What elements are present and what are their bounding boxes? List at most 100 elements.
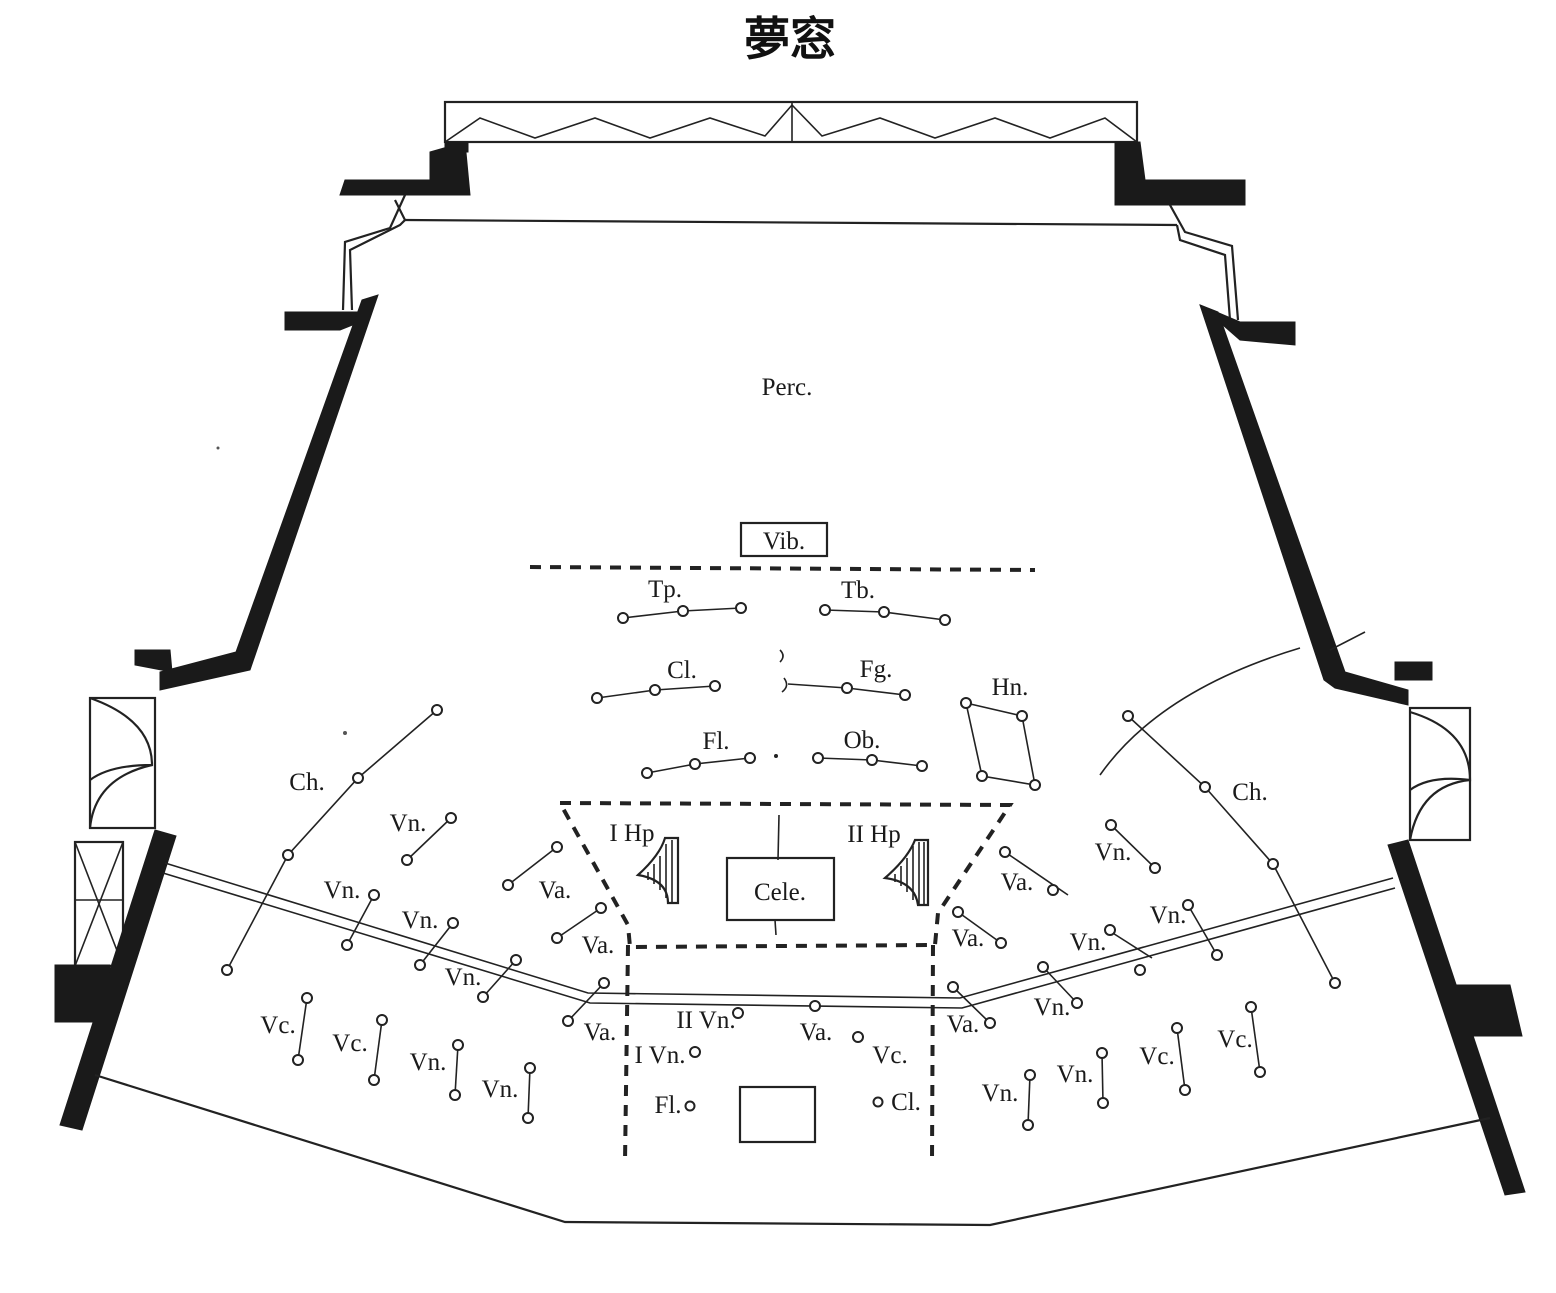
harp-icon-right (882, 838, 930, 907)
right-outline-inner (1175, 224, 1232, 321)
left-outline-upper (341, 194, 407, 311)
va-center-seat (809, 1000, 821, 1012)
hn-group (960, 697, 1041, 791)
label-cl-upper: Cl. (667, 657, 697, 684)
label-vn-l3: Vn. (402, 907, 439, 934)
label-vn-r3: Vn. (1070, 929, 1107, 956)
vc-l1-pair (292, 992, 313, 1066)
cl-group (591, 680, 721, 704)
vn-l6-pair (522, 1062, 536, 1124)
label-hp1: I Hp (609, 820, 654, 847)
vn-r2-pair (1182, 899, 1223, 961)
vn-r3-pair (1104, 924, 1153, 976)
label-vn-l1: Vn. (390, 810, 427, 837)
label-vc-l2: Vc. (332, 1030, 367, 1057)
va-l1-pair (502, 841, 563, 891)
ch-right-group (1099, 647, 1341, 989)
rear-stage-box (443, 100, 1139, 144)
label-vn-r2: Vn. (1150, 902, 1187, 929)
va-r3-pair (947, 981, 996, 1029)
va-r1-pair (999, 846, 1069, 896)
vib-box (739, 521, 829, 558)
label-vc-center: Vc. (872, 1042, 907, 1069)
label-vn-l4: Vn. (445, 964, 482, 991)
right-upper-wall (1114, 141, 1246, 206)
vn-l5-pair (449, 1039, 464, 1101)
label-va-l3: Va. (584, 1019, 617, 1046)
stage-back-line (404, 218, 1178, 227)
label-va-l2: Va. (582, 932, 615, 959)
label-vc-l1: Vc. (260, 1012, 295, 1039)
vib-divider-line (529, 565, 1036, 572)
label-vn-r5: Vn. (982, 1080, 1019, 1107)
fg-group (779, 649, 911, 701)
label-tb: Tb. (841, 577, 875, 604)
left-side-wall (134, 294, 379, 691)
right-door (1408, 706, 1472, 842)
vn1-center-seat (689, 1046, 701, 1058)
vn-r4-pair (1037, 961, 1083, 1009)
label-vn2-center: II Vn. (676, 1007, 735, 1034)
label-vn-l2: Vn. (324, 877, 361, 904)
fl-lower-seat (684, 1100, 696, 1112)
va-l3-pair (562, 977, 610, 1027)
fl-group (641, 752, 778, 779)
va-r2-pair (952, 906, 1007, 949)
balcony-railing (162, 862, 1396, 1009)
label-fg: Fg. (860, 656, 893, 683)
celesta-box (725, 856, 836, 922)
ch-left-group (221, 704, 443, 976)
label-vc-r1: Vc. (1139, 1043, 1174, 1070)
label-tp: Tp. (648, 576, 682, 603)
vn-r5-pair (1022, 1069, 1036, 1131)
label-perc: Perc. (762, 374, 813, 401)
harp-zone (558, 801, 1014, 950)
label-cl-lower: Cl. (891, 1089, 921, 1116)
vc-r2-pair (1245, 1001, 1266, 1078)
label-vib: Vib. (763, 528, 805, 555)
label-hp2: II Hp (847, 821, 900, 848)
vc-r1-pair (1171, 1022, 1191, 1096)
right-stray-line (1329, 631, 1366, 651)
label-cele: Cele. (754, 879, 806, 906)
label-va-r1: Va. (1001, 869, 1034, 896)
tb-group (819, 604, 951, 626)
right-outline-upper (1169, 204, 1240, 321)
label-fl-lower: Fl. (654, 1092, 681, 1119)
label-hn: Hn. (992, 674, 1029, 701)
va-l2-pair (551, 902, 607, 944)
right-lower-wall (1387, 839, 1526, 1196)
podium-box (738, 1085, 817, 1144)
label-va-r2: Va. (952, 925, 985, 952)
label-vn-r1: Vn. (1095, 839, 1132, 866)
cl-lower-seat (872, 1096, 884, 1108)
label-ob: Ob. (844, 727, 881, 754)
vn-l4-pair (477, 954, 522, 1003)
center-aisle-right (930, 944, 935, 1163)
front-outline (94, 1073, 1491, 1227)
right-side-wall (1199, 304, 1433, 706)
vn2-center-seat (732, 1007, 744, 1019)
label-vn-l5: Vn. (410, 1049, 447, 1076)
label-vn1-center: I Vn. (635, 1042, 686, 1069)
vn-l1-pair (401, 812, 457, 866)
harp-icon-left (635, 836, 680, 905)
label-fl-upper: Fl. (702, 728, 729, 755)
label-vc-r2: Vc. (1217, 1026, 1252, 1053)
diagram-title: 夢窓 (744, 12, 836, 66)
label-va-r3: Va. (947, 1011, 980, 1038)
conductor-line (777, 814, 780, 861)
vn-r1-pair (1105, 819, 1161, 874)
left-outline-inner (348, 199, 407, 311)
vc-l2-pair (368, 1014, 388, 1086)
label-ch-right: Ch. (1232, 779, 1267, 806)
label-va-l1: Va. (539, 877, 572, 904)
label-vn-r4: Vn. (1034, 994, 1071, 1021)
center-aisle-left (623, 944, 630, 1163)
label-vn-l6: Vn. (482, 1076, 519, 1103)
vc-center-seat (852, 1031, 864, 1043)
label-va-center: Va. (800, 1019, 833, 1046)
vn-l2-pair (341, 889, 380, 951)
